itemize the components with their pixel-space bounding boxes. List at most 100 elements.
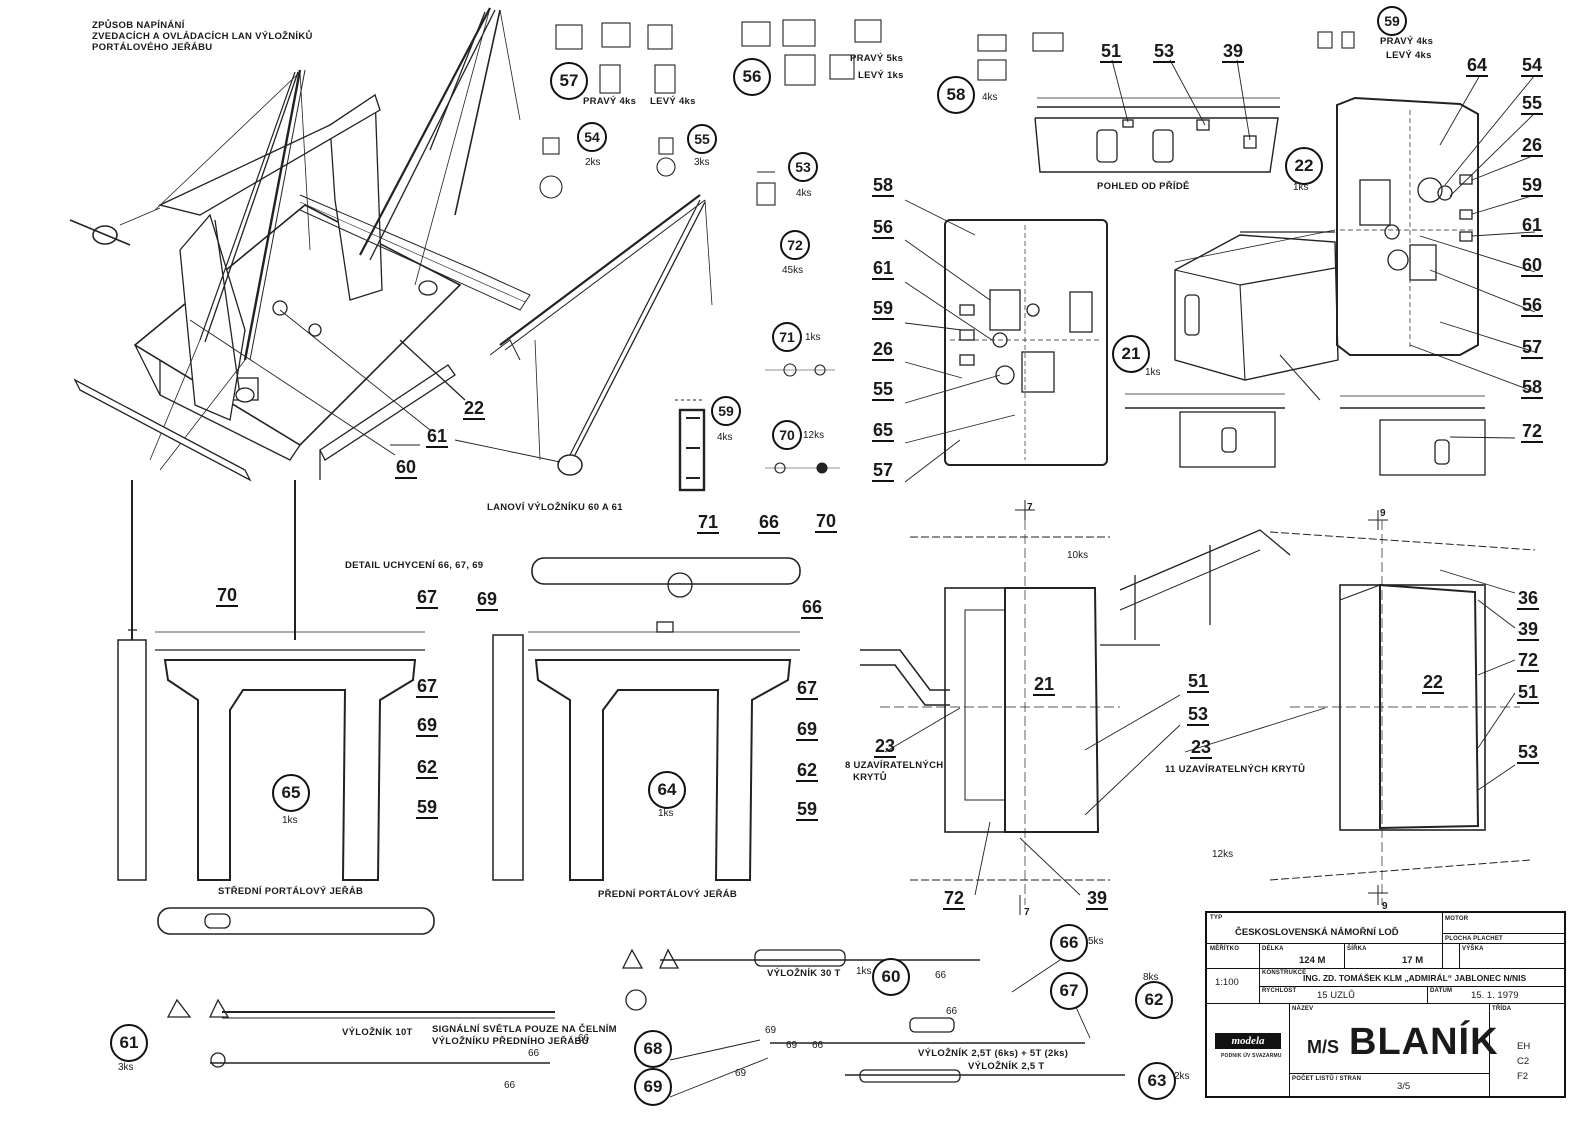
part-66-circle: 66: [1050, 924, 1088, 962]
qty-70: 12ks: [803, 430, 825, 441]
callout-26-right: 26: [1521, 135, 1544, 157]
callout-57-right: 57: [1521, 337, 1544, 359]
callout-36: 36: [1517, 588, 1540, 610]
qty-64: 1ks: [658, 808, 674, 819]
note-8-covers-1: 8 UZAVÍRATELNÝCH: [845, 760, 944, 771]
hatch-plans-bottom: [860, 500, 1536, 915]
part-64-circle: 64: [648, 771, 686, 809]
qty-54: 2ks: [585, 157, 601, 168]
callout-72-hatch: 72: [943, 888, 966, 910]
part-53-circle: 53: [788, 152, 818, 182]
tb-nazev-label: NÁZEV: [1292, 1006, 1314, 1012]
tb-delka-label: DÉLKA: [1262, 946, 1284, 952]
tb-typ-label: TYP: [1210, 915, 1223, 921]
callout-53-right-hatch: 53: [1517, 742, 1540, 764]
callout-59-front-crane: 59: [796, 799, 819, 821]
tb-meritko: 1:100: [1215, 977, 1239, 988]
tb-pocet-label: POČET LISTŮ / STRAN: [1292, 1076, 1362, 1082]
callout-51-hatch: 51: [1187, 671, 1210, 693]
part-62-circle: 62: [1135, 981, 1173, 1019]
part-55-circle: 55: [687, 124, 717, 154]
caption-bow-view: POHLED OD PŘÍDĚ: [1097, 181, 1190, 192]
small-69-b: 69: [735, 1068, 747, 1079]
callout-61: 61: [426, 426, 449, 448]
section-mark-9-top: 9: [1380, 508, 1386, 519]
tb-ship-name: BLANÍK: [1349, 1021, 1499, 1063]
section-mark-7-top: 7: [1027, 502, 1033, 513]
tb-konstrukce: ING. ZD. TOMÁŠEK KLM „ADMIRÁL“ JABLONEC …: [1303, 973, 1527, 983]
label-levy-1ks: LEVÝ 1ks: [858, 70, 904, 81]
tb-typ: ČESKOSLOVENSKÁ NÁMOŘNÍ LOĎ: [1235, 927, 1399, 938]
deck-plan-right: [1336, 74, 1536, 439]
callout-55-left: 55: [872, 379, 895, 401]
callout-23-hatch-right: 23: [1190, 737, 1213, 759]
qty-58: 4ks: [982, 92, 998, 103]
qty-53: 4ks: [796, 188, 812, 199]
section-mark-7-bottom: 7: [1024, 907, 1030, 918]
note-signal-lights-2: VÝLOŽNÍKU PŘEDNÍHO JEŘÁBU: [432, 1036, 589, 1047]
callout-51-right-hatch: 51: [1517, 682, 1540, 704]
qty-21: 1ks: [1145, 367, 1161, 378]
part-58-circle: 58: [937, 76, 975, 114]
bow-view-drawing: [1034, 59, 1280, 173]
callout-67-middle-crane: 67: [416, 676, 439, 698]
crane-elevations: [117, 480, 801, 935]
deck-plan-center: [904, 199, 1108, 483]
callout-60-right: 60: [1521, 255, 1544, 277]
small-66-b: 66: [528, 1048, 540, 1059]
qty-66: 5ks: [1088, 936, 1104, 947]
part-68-circle: 68: [634, 1030, 672, 1068]
tb-meritko-label: MĚŘÍTKO: [1210, 946, 1240, 952]
caption-boom-30t: VÝLOŽNÍK 30 T: [767, 968, 841, 979]
part-67-circle: 67: [1050, 972, 1088, 1010]
callout-65-left: 65: [872, 420, 895, 442]
tb-sirka-label: ŠÍŘKA: [1347, 946, 1367, 952]
callout-69-beam: 69: [476, 589, 499, 611]
caption-boom-10t: VÝLOŽNÍK 10T: [342, 1027, 413, 1038]
callout-59-right: 59: [1521, 175, 1544, 197]
boom-details: [166, 948, 1125, 1098]
header-line-3: PORTÁLOVÉHO JEŘÁBU: [92, 42, 213, 53]
callout-21-hatch: 21: [1033, 674, 1056, 696]
callout-61-left: 61: [872, 258, 895, 280]
callout-57-left: 57: [872, 460, 895, 482]
qty-63: 2ks: [1174, 1071, 1190, 1082]
callout-58-right: 58: [1521, 377, 1544, 399]
tb-pocet: 3/5: [1397, 1081, 1411, 1092]
caption-detail: DETAIL UCHYCENÍ 66, 67, 69: [345, 560, 484, 571]
note-8-covers-2: KRYTŮ: [853, 772, 887, 783]
qty-12ks: 12ks: [1212, 849, 1234, 860]
callout-22-hatch: 22: [1422, 672, 1445, 694]
label-levy-4ks-57: LEVÝ 4ks: [650, 96, 696, 107]
callout-72-right-hatch: 72: [1517, 650, 1540, 672]
tb-datum: 15. 1. 1979: [1471, 990, 1519, 1001]
tb-nazev-prefix: M/S: [1307, 1037, 1340, 1057]
caption-boom-rigging: LANOVÍ VÝLOŽNÍKU 60 A 61: [487, 502, 623, 513]
small-69-a: 69: [765, 1025, 777, 1036]
part-59-circle-mid: 59: [711, 396, 741, 426]
part-54-circle: 54: [577, 122, 607, 152]
callout-56-left: 56: [872, 217, 895, 239]
callout-39: 39: [1222, 41, 1245, 63]
callout-66-beam: 66: [758, 512, 781, 534]
part-71-circle: 71: [772, 322, 802, 352]
callout-62-front-crane: 62: [796, 760, 819, 782]
callout-59-middle-crane: 59: [416, 797, 439, 819]
part-22-circle: 22: [1285, 147, 1323, 185]
header-line-1: ZPŮSOB NAPÍNÁNÍ: [92, 20, 185, 31]
tb-rychlost-label: RYCHLOST: [1262, 988, 1297, 994]
label-pravy-5ks: PRAVÝ 5ks: [850, 53, 904, 64]
callout-58-left: 58: [872, 175, 895, 197]
callout-53: 53: [1153, 41, 1176, 63]
callout-66-beam-lower: 66: [801, 597, 824, 619]
callout-51: 51: [1100, 41, 1123, 63]
qty-55: 3ks: [694, 157, 710, 168]
caption-middle-crane: STŘEDNÍ PORTÁLOVÝ JEŘÁB: [218, 886, 364, 897]
tb-vyska-label: VÝŠKA: [1462, 946, 1484, 952]
tb-trida-2: C2: [1517, 1056, 1530, 1067]
part-56-circle: 56: [733, 58, 771, 96]
callout-61-right: 61: [1521, 215, 1544, 237]
callout-56-right: 56: [1521, 295, 1544, 317]
part-21-circle: 21: [1112, 335, 1150, 373]
tb-delka: 124 M: [1299, 955, 1326, 966]
